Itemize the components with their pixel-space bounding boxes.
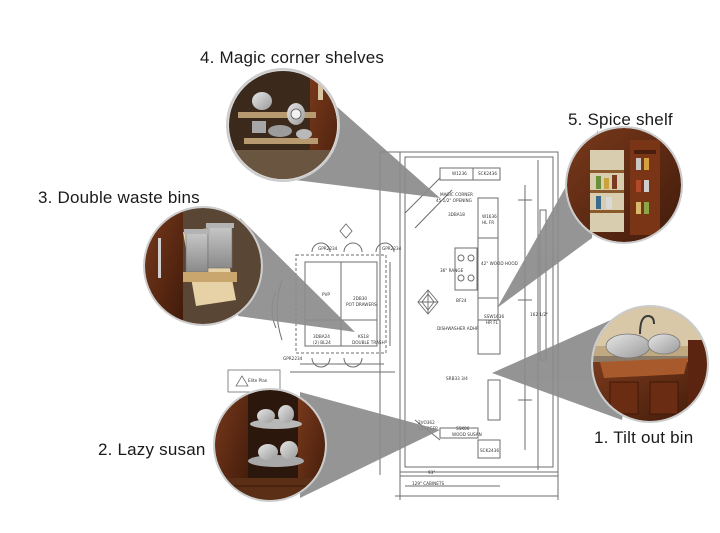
waste-bins-pointer [238,218,355,332]
plan-label: SRB33 3/4 [446,376,468,381]
tilt-out-bin-photo [591,305,709,423]
plan-label: SCK2436 [480,448,499,453]
plan-label: WOOD SUSAN [452,432,482,437]
plan-label: MAGIC CORNER [440,192,473,197]
label-tilt-out-bin: 1. Tilt out bin [594,428,694,447]
plan-label: 2VO362 [418,420,435,425]
lazy-susan-pointer [300,392,440,498]
label-spice-shelf: 5. Spice shelf [568,110,673,129]
plan-label: PVP [322,292,330,297]
plan-label: 3DBA18 [448,212,465,217]
plan-label: 3DBA24 [313,334,330,339]
label-double-waste-bins: 3. Double waste bins [38,188,200,207]
plan-label: HR FL [486,320,499,325]
plan-label: 93" [428,470,435,475]
plan-label: 162 1/2" [530,312,548,317]
plan-label: 45 1/2" OPENING [436,198,472,203]
label-magic-corner-shelves: 4. Magic corner shelves [200,48,385,67]
plan-label: 42" WOOD HOOD [481,261,518,266]
plan-label: (2) BL24 [313,340,331,345]
outer-wall [399,151,559,473]
plan-label: HL FR [482,220,494,225]
plan-label: DISHWASHER ADHP [437,326,479,331]
plan-label: W1236 [452,171,467,176]
spice-shelf-photo [565,126,683,244]
plan-label: GPR2234 [283,356,303,361]
plan-label: GPR2234 [318,246,338,251]
plan-label: Elite Plan [248,378,268,383]
plan-label: W1636 [482,214,497,219]
lazy-susan-photo [213,388,327,502]
plan-labels: W1236 SCK2436 MAGIC CORNER 45 1/2" OPENI… [248,171,548,486]
label-lazy-susan: 2. Lazy susan [98,440,206,459]
plan-label: SCK2436 [478,171,497,176]
plan-label: 129" CABINETS [412,481,444,486]
plan-label: BF24 [456,298,467,303]
plan-label: 36" RANGE [440,268,464,273]
plan-label: KS18 [358,334,369,339]
plan-label: GPR2234 [382,246,402,251]
plan-label: POT DRAWERS [346,302,377,307]
plan-label: DOUBLE TRASH [352,340,385,345]
plan-label: 2DB30 [353,296,367,301]
plan-label: SSK06 [456,426,470,431]
plan-label: SSW1636 [484,314,504,319]
